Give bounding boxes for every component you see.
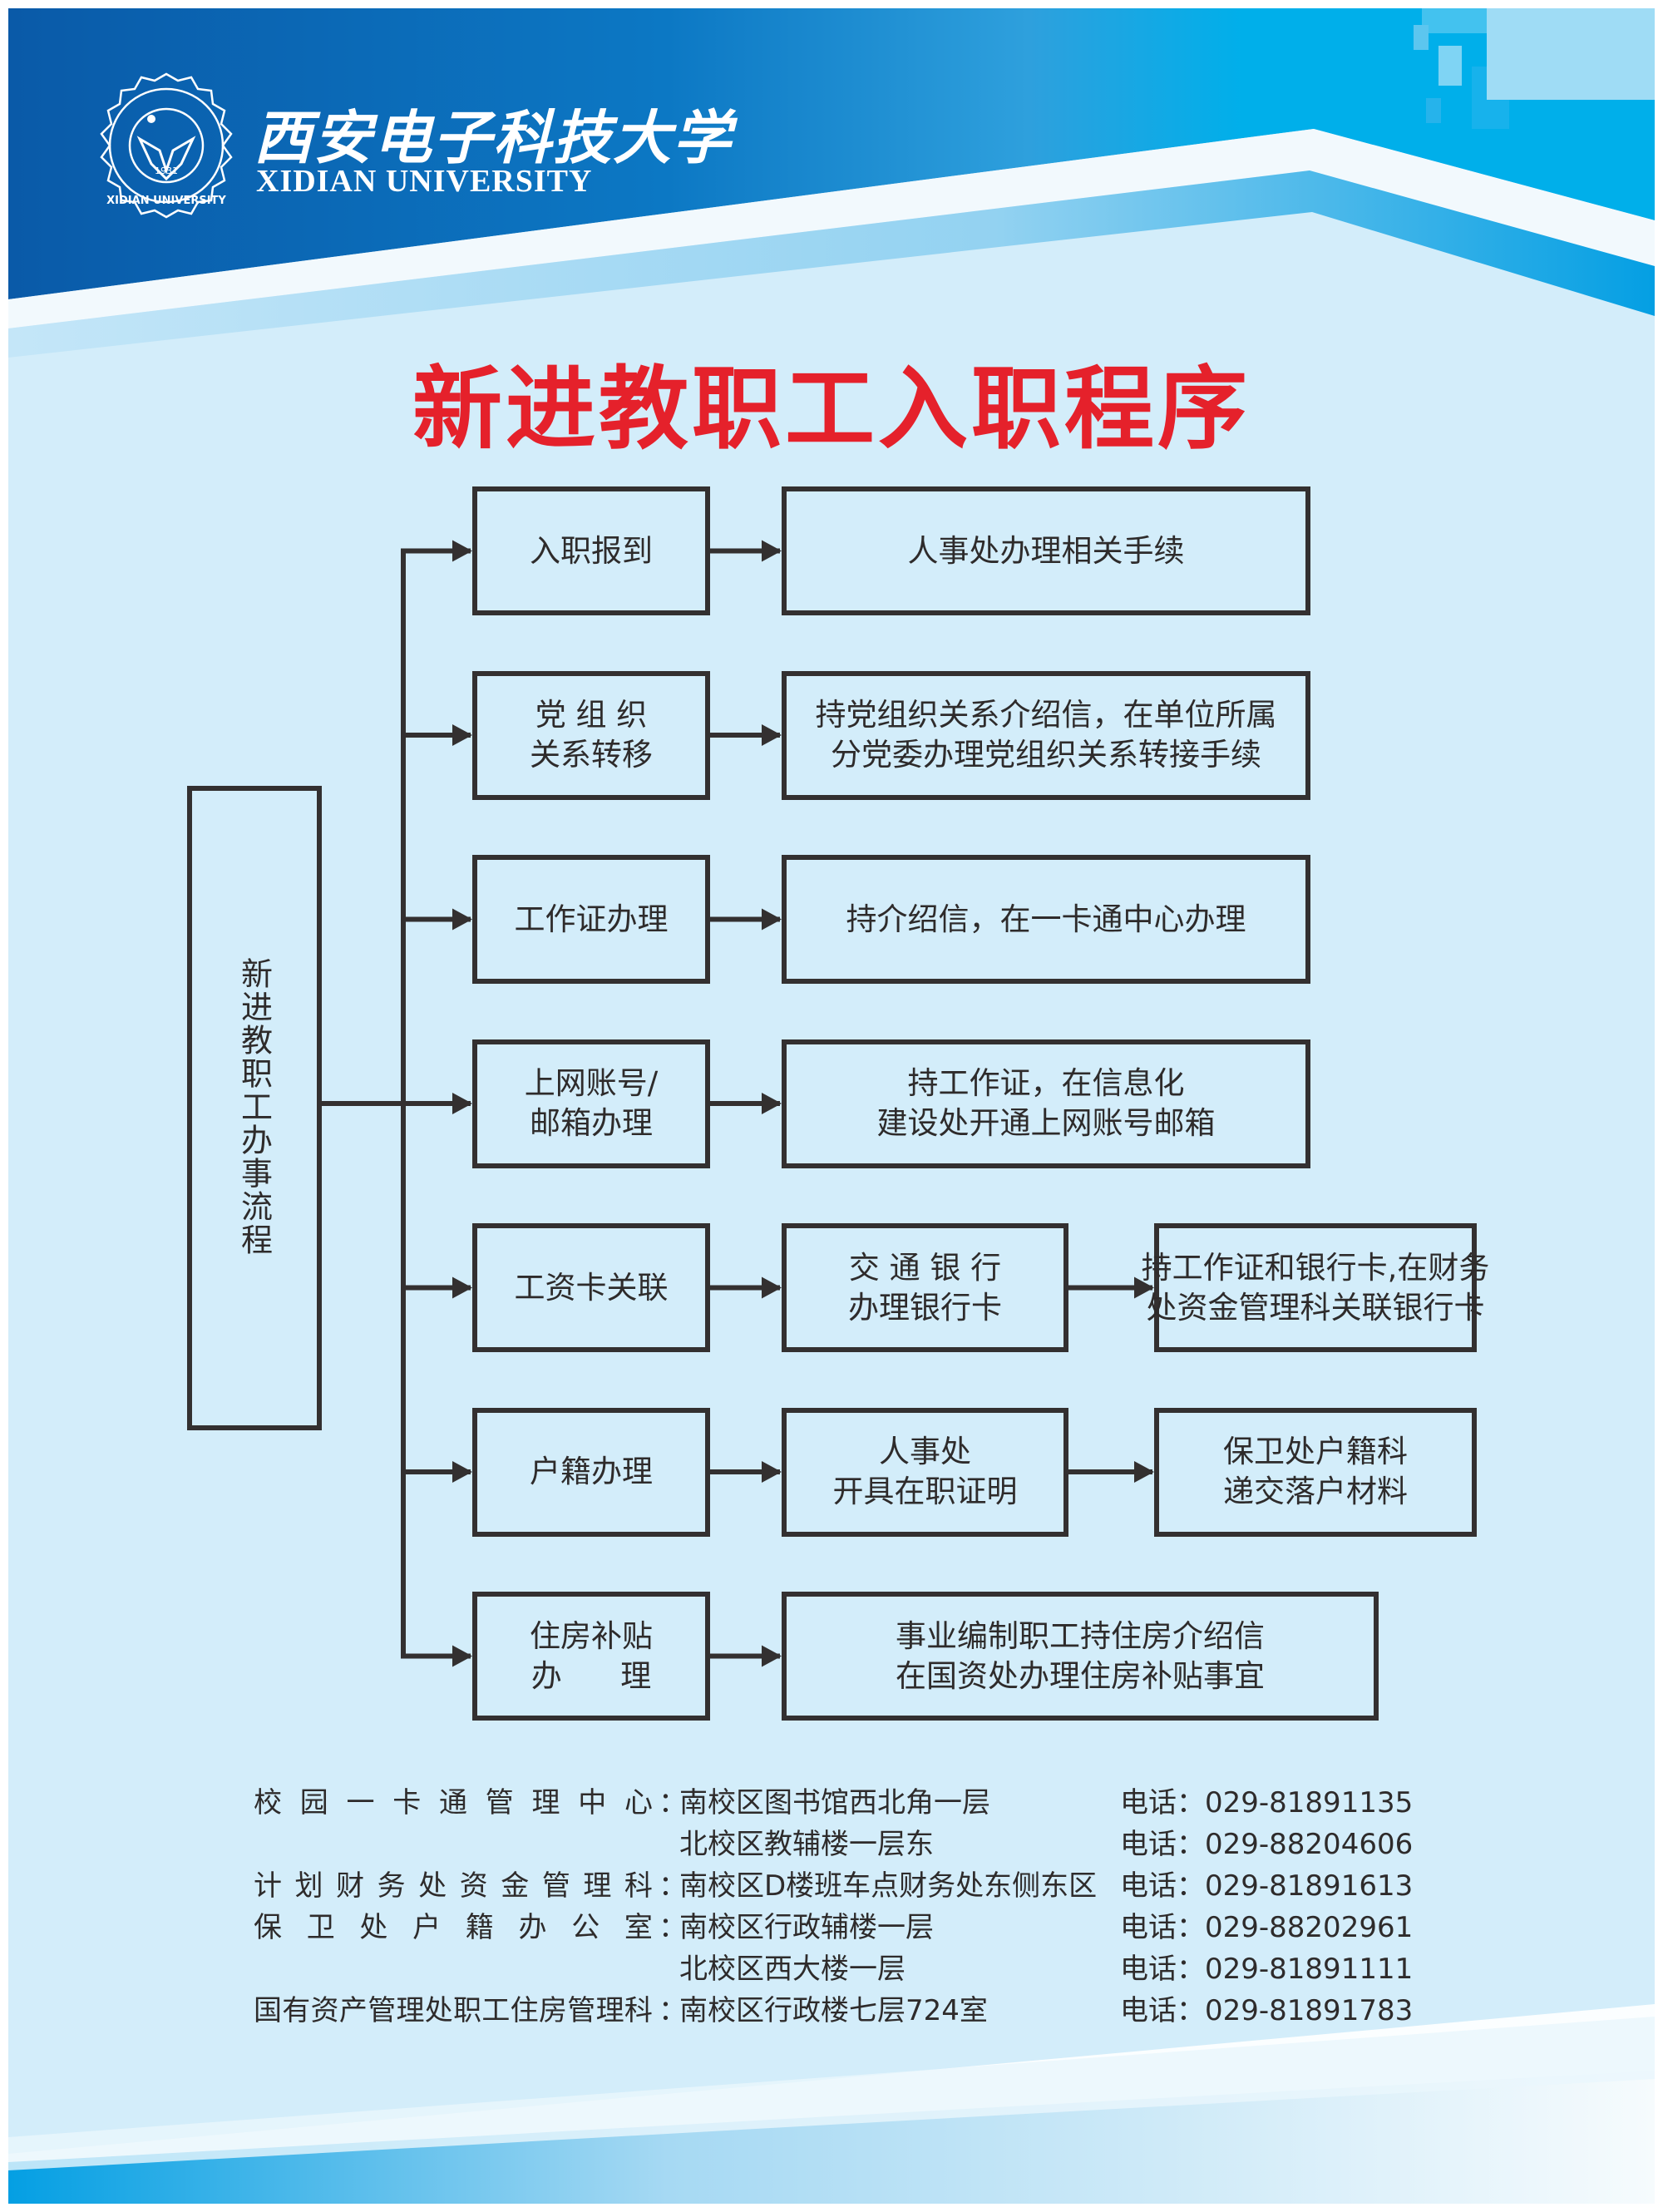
detail-box: 持工作证，在信息化 建设处开通上网账号邮箱 [782, 1039, 1310, 1168]
contact-address: 南校区行政辅楼一层 [679, 1911, 934, 1944]
detail-box: 保卫处户籍科 递交落户材料 [1154, 1407, 1477, 1537]
contact-address: 南校区行政楼七层724室 [679, 1994, 988, 2027]
university-seal-icon: 1931 XIDIAN UNIVERSITY [100, 72, 233, 219]
contact-address: 北校区西大楼一层 [679, 1953, 906, 1986]
detail-box: 事业编制职工持住房介绍信 在国资处办理住房补贴事宜 [782, 1592, 1379, 1721]
arrowhead-icon [452, 1276, 472, 1299]
arrowhead-icon [452, 540, 472, 562]
svg-text:1931: 1931 [155, 165, 178, 176]
contact-phone: 电话：029-88202961 [1120, 1911, 1414, 1944]
contact-address: 南校区图书馆西北角一层 [679, 1786, 990, 1819]
detail-box-label: 持工作证和银行卡,在财务 处资金管理科关联银行卡 [1141, 1249, 1490, 1326]
contact-address: 南校区D楼班车点财务处东侧东区 [679, 1869, 1098, 1903]
step-box: 户籍办理 [472, 1407, 710, 1537]
step-box-label: 入职报到 [530, 532, 653, 569]
step-box-label: 党 组 织 关系转移 [530, 697, 653, 773]
arrowhead-icon [452, 1093, 472, 1114]
contact-phone: 电话：029-81891111 [1120, 1953, 1414, 1986]
contact-dept: 保卫处户籍办公室 [254, 1911, 653, 1944]
detail-box-label: 人事处办理相关手续 [907, 532, 1185, 569]
arrowhead-icon [452, 908, 472, 931]
flow-root-label: 新进教职工办事流程 [235, 957, 273, 1257]
contact-dept: 校园一卡通管理中心 [254, 1786, 653, 1819]
detail-box-label: 持介绍信，在一卡通中心办理 [846, 901, 1246, 937]
contact-address: 北校区教辅楼一层东 [679, 1828, 934, 1861]
step-box: 入职报到 [472, 486, 710, 615]
arrowhead-icon [1134, 1461, 1154, 1483]
detail-box-label: 事业编制职工持住房介绍信 在国资处办理住房补贴事宜 [896, 1617, 1265, 1694]
step-box: 工作证办理 [472, 855, 710, 984]
contact-phone: 电话：029-81891613 [1120, 1869, 1414, 1903]
detail-box: 持介绍信，在一卡通中心办理 [782, 855, 1310, 984]
university-name-en: XIDIAN UNIVERSITY [256, 164, 593, 199]
arrowhead-icon [762, 1461, 782, 1483]
step-box: 住房补贴 办 理 [472, 1592, 710, 1721]
arrowhead-icon [762, 724, 782, 746]
detail-box-label: 交 通 银 行 办理银行卡 [848, 1249, 1002, 1326]
step-box-label: 工资卡关联 [514, 1269, 669, 1306]
svg-text:XIDIAN UNIVERSITY: XIDIAN UNIVERSITY [106, 195, 226, 207]
detail-box-label: 保卫处户籍科 递交落户材料 [1223, 1434, 1408, 1509]
step-box-label: 住房补贴 办 理 [530, 1617, 653, 1694]
detail-box: 交 通 银 行 办理银行卡 [782, 1223, 1068, 1352]
contact-dept: 国有资产管理处职工住房管理科 [254, 1994, 653, 2027]
detail-box: 人事处 开具在职证明 [782, 1407, 1068, 1537]
contact-phone: 电话：029-81891783 [1120, 1994, 1414, 2027]
arrowhead-icon [452, 724, 472, 746]
arrowhead-icon [452, 1461, 472, 1483]
arrowhead-icon [1134, 1276, 1154, 1299]
contact-phone: 电话：029-88204606 [1120, 1828, 1414, 1861]
detail-box-label: 人事处 开具在职证明 [832, 1434, 1018, 1509]
arrowhead-icon [762, 540, 782, 562]
arrowhead-icon [762, 1276, 782, 1299]
step-box-label: 户籍办理 [530, 1454, 653, 1489]
page-title: 新进教职工入职程序 [412, 358, 1251, 462]
detail-box: 人事处办理相关手续 [782, 486, 1310, 615]
poster: 1931 XIDIAN UNIVERSITY 西安电子科技大学 XIDIAN U… [8, 8, 1655, 2204]
arrowhead-icon [762, 908, 782, 931]
university-name-cn: 西安电子科技大学 [254, 103, 733, 172]
arrowhead-icon [762, 1093, 782, 1114]
detail-box-label: 持工作证，在信息化 建设处开通上网账号邮箱 [876, 1065, 1216, 1141]
step-box-label: 上网账号/ 邮箱办理 [524, 1065, 659, 1141]
arrowhead-icon [452, 1645, 472, 1667]
step-box: 工资卡关联 [472, 1223, 710, 1352]
detail-box: 持工作证和银行卡,在财务 处资金管理科关联银行卡 [1142, 1223, 1489, 1352]
step-box: 党 组 织 关系转移 [472, 670, 710, 800]
detail-box: 持党组织关系介绍信，在单位所属 分党委办理党组织关系转接手续 [782, 670, 1310, 800]
contact-phone: 电话：029-81891135 [1120, 1786, 1414, 1819]
flow-connectors [322, 540, 1154, 1667]
arrowhead-icon [762, 1645, 782, 1667]
detail-box-label: 持党组织关系介绍信，在单位所属 分党委办理党组织关系转接手续 [815, 697, 1277, 773]
flow-root-box: 新进教职工办事流程 [187, 786, 322, 1430]
contact-dept: 计划财务处资金管理科 [254, 1869, 653, 1903]
background-decoration [8, 8, 1655, 2204]
step-box-label: 工作证办理 [514, 901, 669, 937]
step-box: 上网账号/ 邮箱办理 [472, 1039, 710, 1168]
